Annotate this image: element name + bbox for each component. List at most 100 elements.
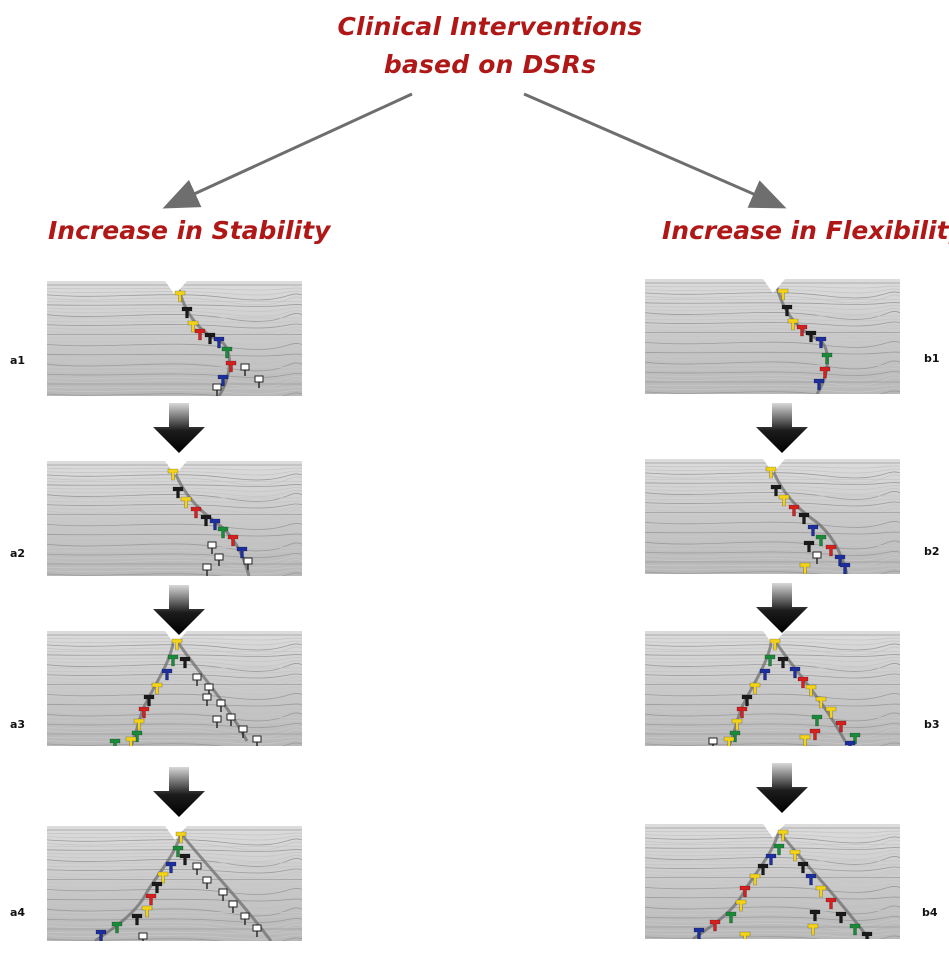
arrowhead-marker-icon bbox=[202, 563, 212, 576]
arrowhead-marker-icon bbox=[803, 540, 815, 553]
arrowhead-marker-icon bbox=[207, 541, 217, 554]
arrowhead-marker-icon bbox=[787, 318, 799, 331]
arrowhead-marker-icon bbox=[125, 736, 137, 746]
arrowhead-marker-icon bbox=[777, 656, 789, 669]
arrowhead-marker-icon bbox=[252, 924, 262, 937]
arrowhead-marker-icon bbox=[765, 466, 777, 479]
panel-label-a3: a3 bbox=[10, 718, 26, 731]
arrowhead-marker-icon bbox=[757, 863, 769, 876]
tissue-image bbox=[645, 459, 900, 574]
arrowhead-marker-icon bbox=[729, 730, 741, 743]
arrowhead-marker-icon bbox=[735, 899, 747, 912]
arrowhead-marker-icon bbox=[138, 706, 150, 719]
arrowhead-marker-icon bbox=[811, 714, 823, 727]
arrowhead-marker-icon bbox=[769, 638, 781, 651]
arrowhead-marker-icon bbox=[849, 732, 861, 745]
arrowhead-marker-icon bbox=[254, 375, 264, 388]
arrowhead-marker-icon bbox=[138, 932, 148, 941]
arrowhead-marker-icon bbox=[861, 931, 873, 939]
arrowhead-marker-icon bbox=[789, 849, 801, 862]
arrowhead-marker-icon bbox=[111, 921, 123, 934]
arrowhead-marker-icon bbox=[240, 363, 250, 376]
arrowhead-marker-icon bbox=[174, 290, 186, 303]
tissue-image bbox=[47, 281, 302, 396]
tissue-image bbox=[645, 631, 900, 746]
arrowhead-marker-icon bbox=[252, 735, 262, 746]
arrowhead-marker-icon bbox=[228, 900, 238, 913]
arrowhead-marker-icon bbox=[807, 923, 819, 936]
arrowhead-marker-icon bbox=[143, 694, 155, 707]
arrowhead-marker-icon bbox=[815, 696, 827, 709]
arrowhead-marker-icon bbox=[192, 862, 202, 875]
arrowhead-marker-icon bbox=[217, 374, 229, 387]
down-arrow-icon bbox=[756, 763, 808, 813]
arrowhead-marker-icon bbox=[200, 514, 212, 527]
arrowhead-marker-icon bbox=[789, 666, 801, 679]
panel-b4 bbox=[645, 824, 900, 939]
arrowhead-marker-icon bbox=[202, 876, 212, 889]
arrowhead-marker-icon bbox=[167, 468, 179, 481]
arrowhead-marker-icon bbox=[835, 911, 847, 924]
arrowhead-marker-icon bbox=[799, 734, 811, 746]
arrowhead-marker-icon bbox=[725, 911, 737, 924]
arrowhead-marker-icon bbox=[172, 845, 184, 858]
arrowhead-marker-icon bbox=[731, 718, 743, 731]
panel-label-b3: b3 bbox=[924, 718, 940, 731]
arrowhead-marker-icon bbox=[796, 324, 808, 337]
tissue-image bbox=[47, 631, 302, 746]
arrowhead-marker-icon bbox=[765, 853, 777, 866]
arrowhead-marker-icon bbox=[179, 853, 191, 866]
panel-a1 bbox=[47, 281, 302, 396]
arrowhead-marker-icon bbox=[805, 684, 817, 697]
tissue-image bbox=[47, 461, 302, 576]
arrowhead-marker-icon bbox=[238, 725, 248, 738]
arrowhead-marker-icon bbox=[773, 843, 785, 856]
panel-a4 bbox=[47, 826, 302, 941]
arrowhead-marker-icon bbox=[180, 496, 192, 509]
arrowhead-marker-icon bbox=[157, 871, 169, 884]
arrowhead-marker-icon bbox=[202, 693, 212, 706]
arrowhead-marker-icon bbox=[165, 861, 177, 874]
arrowhead-marker-icon bbox=[812, 551, 822, 564]
arrowhead-marker-icon bbox=[214, 553, 224, 566]
arrowhead-marker-icon bbox=[781, 304, 793, 317]
arrowhead-marker-icon bbox=[179, 656, 191, 669]
arrowhead-marker-icon bbox=[209, 518, 221, 531]
arrowhead-marker-icon bbox=[809, 909, 821, 922]
panel-b3 bbox=[645, 631, 900, 746]
arrowhead-marker-icon bbox=[190, 506, 202, 519]
panel-a3 bbox=[47, 631, 302, 746]
arrowhead-marker-icon bbox=[133, 718, 145, 731]
arrowhead-marker-icon bbox=[788, 504, 800, 517]
arrowhead-marker-icon bbox=[243, 557, 253, 570]
panel-label-a2: a2 bbox=[10, 547, 26, 560]
arrowhead-marker-icon bbox=[815, 336, 827, 349]
down-arrow-icon bbox=[153, 767, 205, 817]
arrowhead-marker-icon bbox=[221, 346, 233, 359]
title-line-2: based on DSRs bbox=[383, 50, 597, 79]
arrowhead-marker-icon bbox=[741, 694, 753, 707]
arrowhead-marker-icon bbox=[708, 737, 718, 746]
arrowhead-marker-icon bbox=[799, 562, 811, 574]
arrowhead-marker-icon bbox=[226, 713, 236, 726]
panel-a2 bbox=[47, 461, 302, 576]
arrowhead-marker-icon bbox=[151, 682, 163, 695]
arrowhead-marker-icon bbox=[807, 524, 819, 537]
tissue-image bbox=[645, 824, 900, 939]
arrowhead-marker-icon bbox=[171, 638, 183, 651]
left-branch-arrow bbox=[162, 92, 413, 209]
arrowhead-marker-icon bbox=[192, 673, 202, 686]
arrowhead-marker-icon bbox=[212, 383, 222, 396]
tissue-image bbox=[47, 826, 302, 941]
branch-title-stability: Increase in Stability bbox=[48, 216, 331, 245]
arrowhead-marker-icon bbox=[805, 873, 817, 886]
arrowhead-marker-icon bbox=[825, 897, 837, 910]
arrowhead-marker-icon bbox=[204, 332, 216, 345]
arrowhead-marker-icon bbox=[825, 544, 837, 557]
arrowhead-marker-icon bbox=[805, 330, 817, 343]
arrowhead-marker-icon bbox=[216, 699, 226, 712]
arrowhead-marker-icon bbox=[109, 738, 121, 746]
arrowhead-marker-icon bbox=[759, 668, 771, 681]
arrowhead-marker-icon bbox=[777, 829, 789, 842]
arrowhead-marker-icon bbox=[797, 676, 809, 689]
